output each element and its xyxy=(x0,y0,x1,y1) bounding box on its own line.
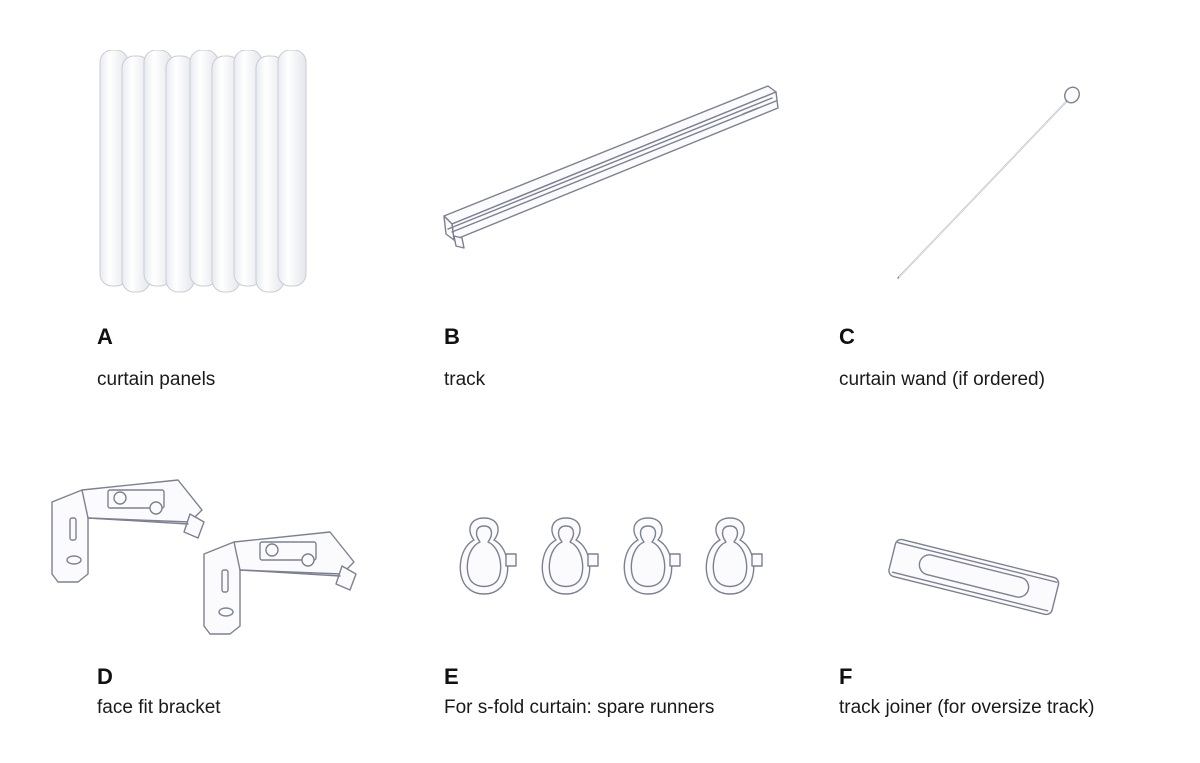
spare-runner xyxy=(541,517,599,595)
face-fit-bracket-icon xyxy=(48,478,368,638)
curtain-panels-icon xyxy=(96,50,314,298)
track-icon xyxy=(438,76,784,252)
part-letter-b: B xyxy=(444,324,460,349)
spare-runner xyxy=(705,517,763,595)
part-letter-c: C xyxy=(839,324,855,349)
part-letter-f: F xyxy=(839,664,853,689)
part-letter-d: D xyxy=(97,664,113,689)
part-letter-e: E xyxy=(444,664,459,689)
track-joiner-icon xyxy=(884,528,1064,624)
part-caption-d: face fit bracket xyxy=(97,697,221,718)
spare-runner xyxy=(623,517,681,595)
part-caption-c: curtain wand (if ordered) xyxy=(839,369,1045,390)
spare-runners-icon xyxy=(450,512,780,602)
part-letter-a: A xyxy=(97,324,113,349)
curtain-fold xyxy=(277,50,307,287)
part-caption-f: track joiner (for oversize track) xyxy=(839,697,1095,718)
part-caption-e: For s-fold curtain: spare runners xyxy=(444,697,715,718)
part-caption-b: track xyxy=(444,369,486,390)
part-caption-a: curtain panels xyxy=(97,369,216,390)
spare-runner xyxy=(459,517,517,595)
curtain-wand-icon xyxy=(890,80,1090,286)
